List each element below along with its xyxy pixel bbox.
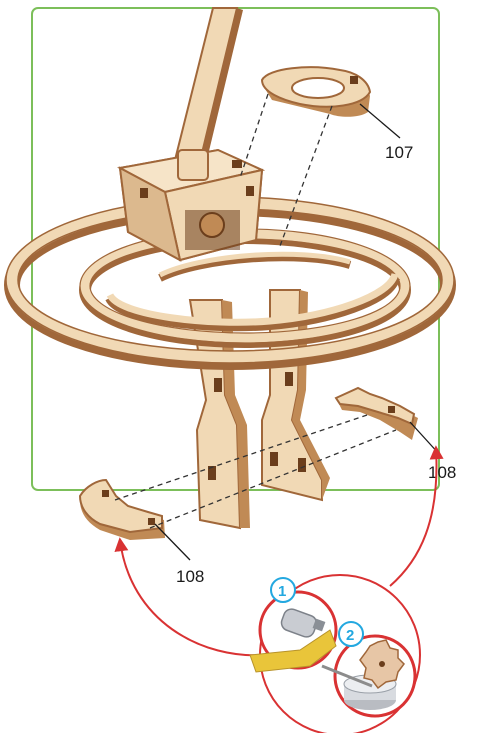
glue-instruction-panel: 1 2 [250,575,420,733]
inner-rings [80,229,410,343]
step-2-badge: 2 [346,627,354,644]
step-1-badge: 1 [278,583,286,600]
part-107-piece [262,67,370,117]
part-108-left-label: 108 [176,567,204,586]
part-108-right-piece [336,388,418,440]
part-108-right-label: 108 [428,463,456,482]
part-107-label: 107 [385,143,413,162]
wooden-mechanism [6,8,454,528]
